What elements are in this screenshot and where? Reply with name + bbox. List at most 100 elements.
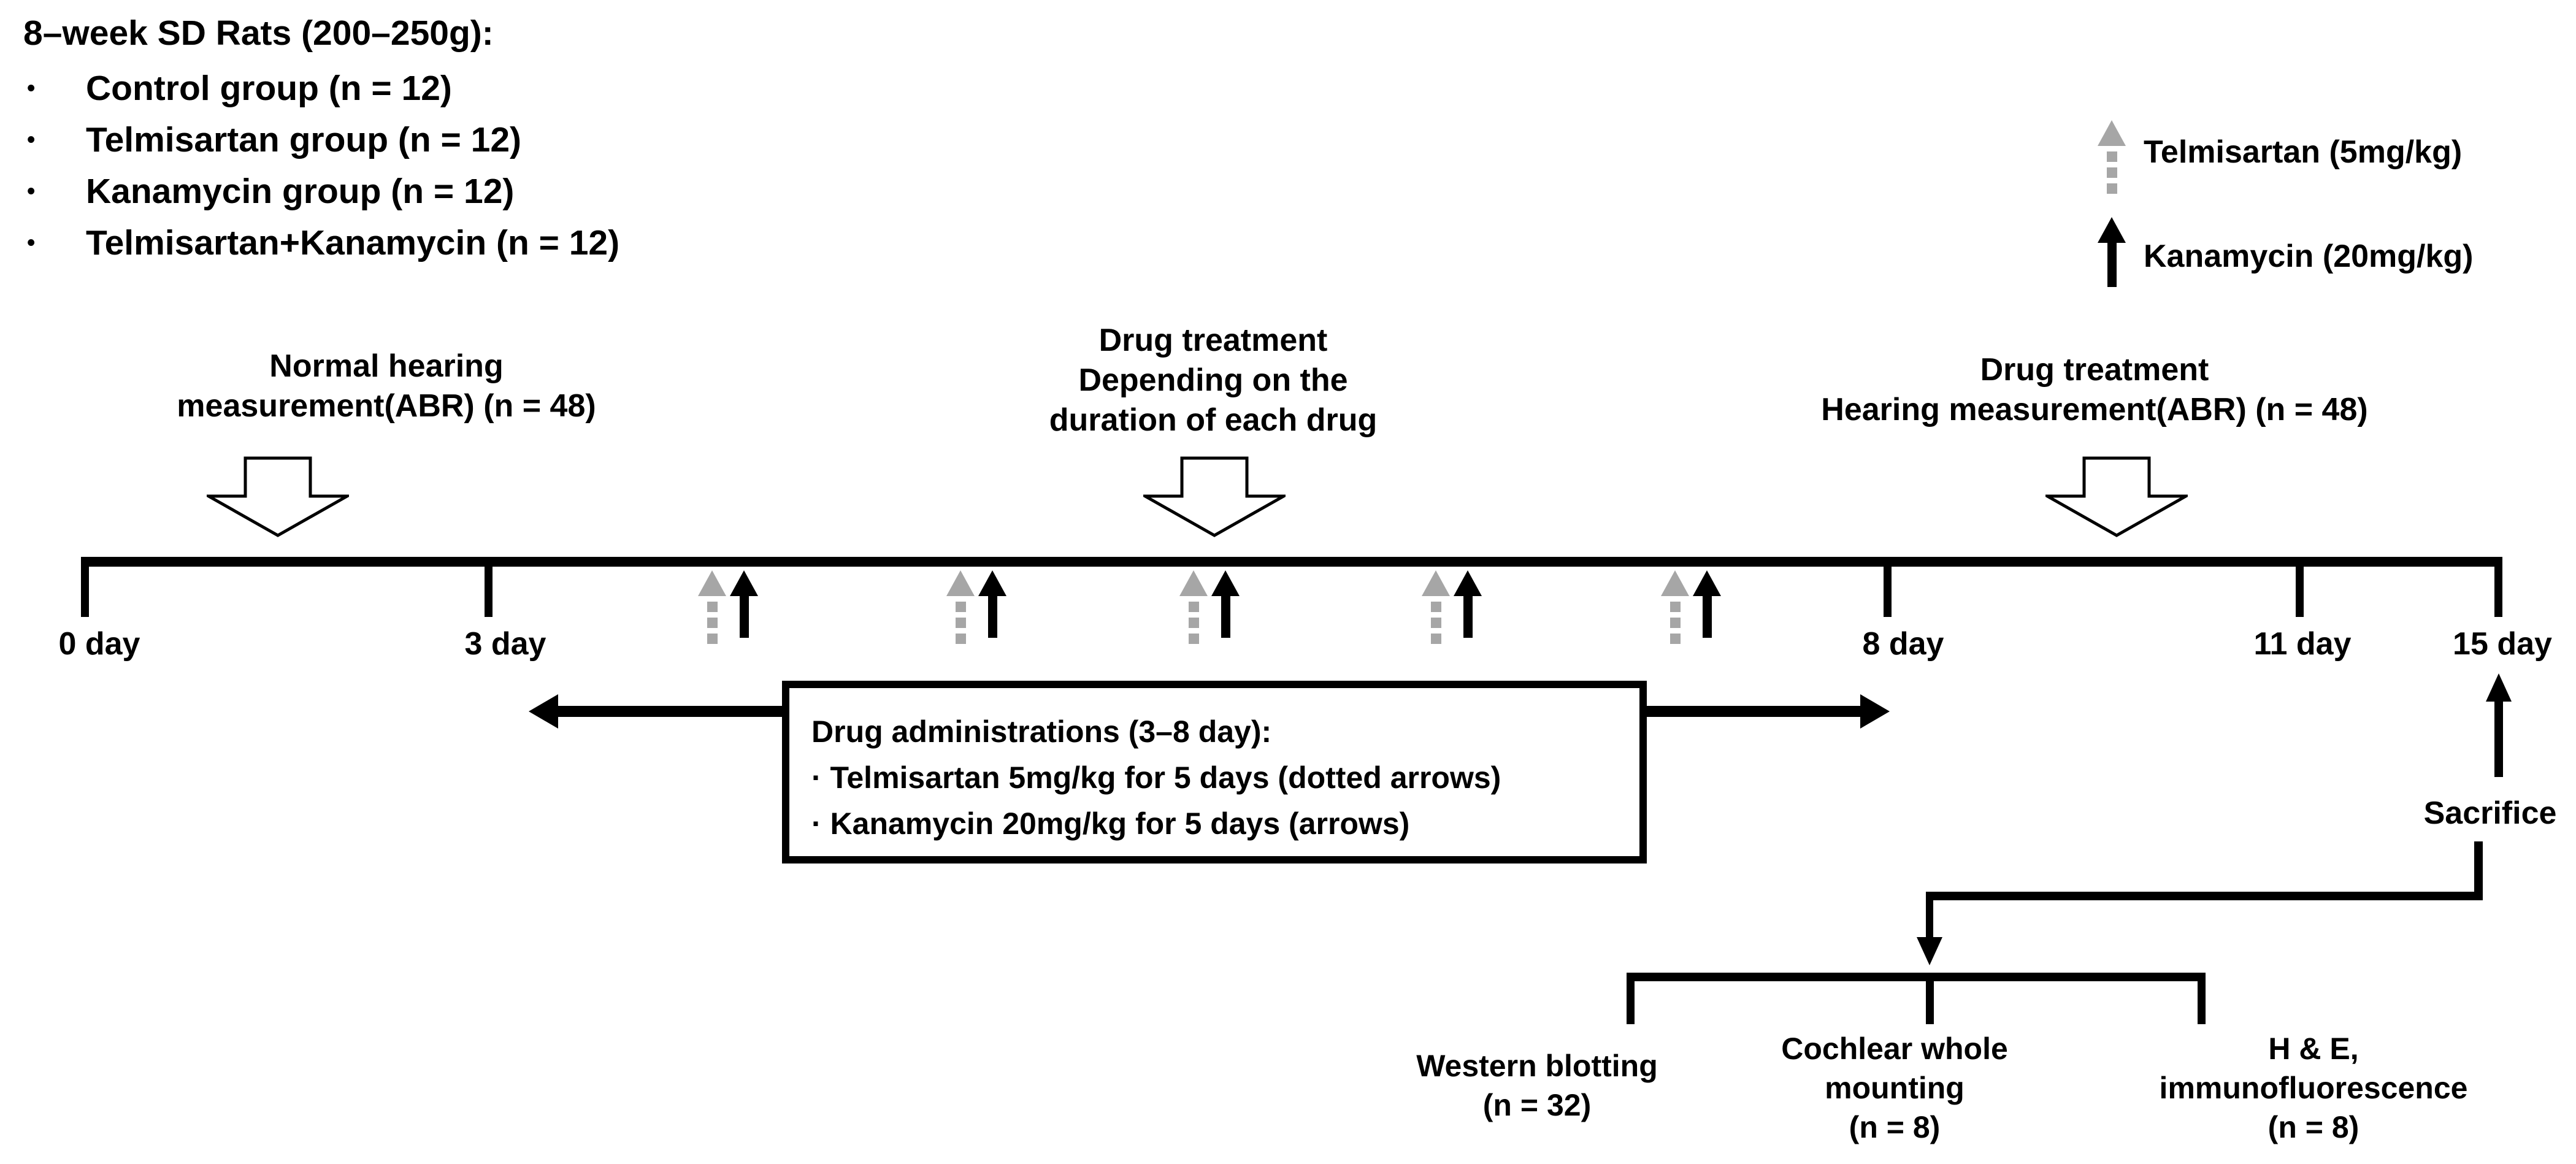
bullet-icon: • — [27, 127, 36, 153]
arrow-shaft — [987, 596, 997, 638]
arrow-shaft — [1702, 596, 1712, 638]
arrowhead — [946, 570, 975, 596]
group-label: Kanamycin group (n = 12) — [86, 172, 515, 211]
arrowhead — [1211, 570, 1240, 596]
bracket-right-drop — [2198, 973, 2206, 1024]
legend-kanamycin-solid-arrow-icon — [2098, 217, 2126, 287]
arrowhead — [1179, 570, 1208, 596]
dash-dot — [1430, 634, 1441, 644]
bracket-middle-drop — [1926, 973, 1934, 1024]
timeline-tick-day3 — [485, 562, 493, 617]
telmisartan-dose-arrow-icon — [1422, 570, 1450, 644]
arrowhead — [730, 570, 758, 596]
outcome-line: Western blotting — [1416, 1049, 1658, 1083]
annotation-line: Normal hearing — [269, 348, 504, 384]
span-arrow-line-right — [1647, 706, 1863, 717]
span-arrow-line-left — [554, 706, 784, 717]
kanamycin-dose-arrow-icon — [1454, 570, 1482, 638]
timeline-tick-day0 — [81, 557, 89, 617]
dash-dot — [1430, 618, 1441, 628]
sacrifice-arrow-shaft — [2494, 700, 2503, 777]
day-label-3: 3 day — [464, 626, 546, 662]
arrowhead — [1661, 570, 1689, 596]
arrow-shaft — [1463, 596, 1473, 638]
telmisartan-dose-arrow-icon — [698, 570, 726, 644]
block-down-arrow-icon — [207, 456, 349, 537]
arrowhead — [978, 570, 1006, 596]
annotation-line: Drug treatment — [1980, 352, 2209, 388]
dash-dot — [1188, 618, 1199, 628]
arrow-shaft — [1221, 596, 1230, 638]
arrowhead — [2098, 217, 2126, 243]
outcome-line: (n = 8) — [2267, 1110, 2359, 1144]
annotation-line: Hearing measurement(ABR) (n = 48) — [1821, 392, 2368, 427]
annotation-line: measurement(ABR) (n = 48) — [177, 388, 596, 424]
span-arrowhead-right-icon — [1860, 694, 1890, 729]
telmisartan-dose-arrow-icon — [1661, 570, 1689, 644]
span-arrowhead-left-icon — [529, 694, 558, 729]
dash-dot — [707, 602, 718, 612]
group-label: Telmisartan group (n = 12) — [86, 120, 521, 159]
list-item-telmisartan-group: • Telmisartan group (n = 12) — [27, 118, 521, 162]
day-label-0: 0 day — [58, 626, 140, 662]
sacrifice-label: Sacrifice — [2423, 795, 2557, 831]
timeline-tick-day15 — [2494, 557, 2502, 617]
arrow-shaft — [2107, 243, 2117, 287]
bullet-icon: • — [27, 75, 36, 101]
dash-dot — [1188, 634, 1199, 644]
telmisartan-dose-arrow-icon — [946, 570, 975, 644]
timeline-tick-day8 — [1884, 562, 1892, 617]
bullet-icon: • — [27, 230, 36, 256]
annotation-mid-treatment: Drug treatment Depending on the duration… — [1049, 321, 1377, 440]
dash-dot — [1430, 602, 1441, 612]
bullet-icon: • — [27, 178, 36, 204]
outcome-line: mounting — [1825, 1071, 1965, 1105]
admin-box-line: · Telmisartan 5mg/kg for 5 days (dotted … — [811, 760, 1501, 795]
dash-dot — [1188, 602, 1199, 612]
bracket-horizontal — [1627, 973, 2206, 981]
dash-dot — [2106, 167, 2117, 178]
branch-down-arrowhead-icon — [1917, 937, 1942, 965]
group-label: Control group (n = 12) — [86, 69, 452, 108]
branch-arrow-shaft — [1926, 892, 1933, 940]
dash-dot — [2106, 183, 2117, 194]
kanamycin-dose-arrow-icon — [978, 570, 1006, 638]
outcome-he-immunofluorescence: H & E, immunofluorescence (n = 8) — [2160, 1029, 2468, 1147]
dash-dot — [1669, 618, 1681, 628]
outcome-line: Cochlear whole — [1781, 1032, 2008, 1066]
outcome-line: (n = 8) — [1849, 1110, 1941, 1144]
legend-kanamycin-label: Kanamycin (20mg/kg) — [2144, 239, 2474, 274]
day-label-8: 8 day — [1862, 626, 1944, 662]
elbow-vertical — [2474, 841, 2483, 900]
block-down-arrow-icon — [1143, 456, 1286, 537]
drug-administration-box: Drug administrations (3–8 day): · Telmis… — [782, 681, 1647, 863]
admin-box-line: · Kanamycin 20mg/kg for 5 days (arrows) — [811, 806, 1410, 841]
dash-dot — [707, 618, 718, 628]
kanamycin-dose-arrow-icon — [730, 570, 758, 638]
dash-dot — [955, 618, 966, 628]
bracket-left-drop — [1627, 973, 1635, 1024]
admin-box-line: Drug administrations (3–8 day): — [811, 714, 1272, 749]
block-down-arrow-icon — [2045, 456, 2188, 537]
elbow-horizontal — [1926, 892, 2483, 900]
arrow-shaft — [739, 596, 749, 638]
sacrifice-up-arrowhead-icon — [2486, 673, 2512, 702]
dash-dot — [955, 634, 966, 644]
dash-dot — [707, 634, 718, 644]
telmisartan-dose-arrow-icon — [1179, 570, 1208, 644]
kanamycin-dose-arrow-icon — [1211, 570, 1240, 638]
list-item-kanamycin-group: • Kanamycin group (n = 12) — [27, 169, 514, 213]
legend-telmisartan-label: Telmisartan (5mg/kg) — [2144, 134, 2463, 170]
annotation-initial-abr: Normal hearing measurement(ABR) (n = 48) — [177, 347, 596, 426]
outcome-line: (n = 32) — [1482, 1088, 1592, 1122]
day-label-15: 15 day — [2453, 626, 2552, 662]
outcome-western-blotting: Western blotting (n = 32) — [1416, 1046, 1658, 1125]
day-label-11: 11 day — [2253, 626, 2352, 662]
dash-dot — [2106, 151, 2117, 162]
dash-dot — [1669, 602, 1681, 612]
dash-dot — [955, 602, 966, 612]
group-label: Telmisartan+Kanamycin (n = 12) — [86, 223, 620, 262]
annotation-line: Depending on the — [1078, 362, 1348, 398]
annotation-line: duration of each drug — [1049, 402, 1378, 438]
